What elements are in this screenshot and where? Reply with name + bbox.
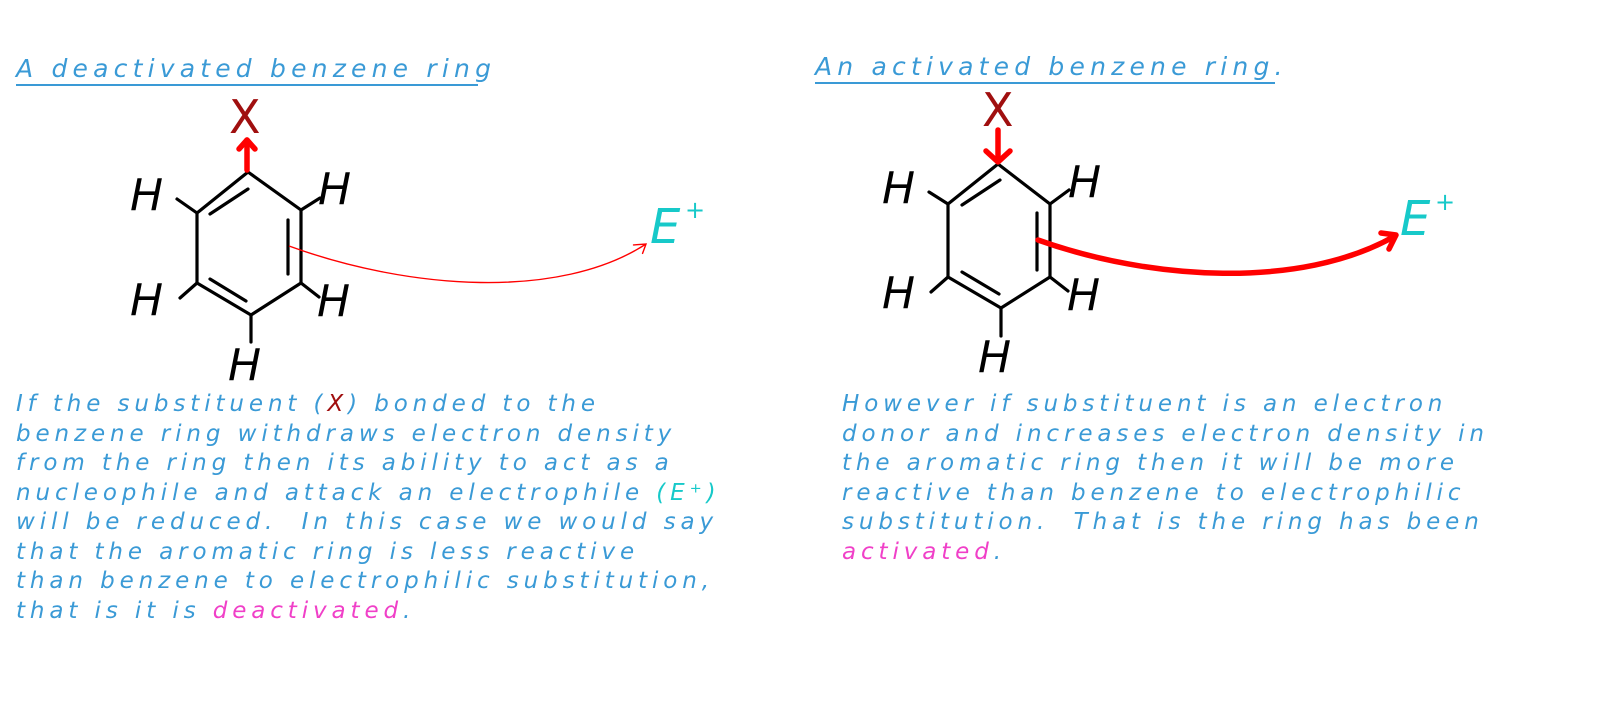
svg-text:E: E — [1400, 191, 1431, 247]
hydrogen-label: H — [882, 163, 915, 214]
hydrogen-label: H — [228, 340, 261, 391]
right-electrophile: E + — [1400, 188, 1455, 247]
hydrogen-label: H — [978, 332, 1011, 383]
activated-highlight: activated — [842, 538, 994, 565]
left-withdrawing-arrow — [236, 137, 258, 173]
left-explanation-paragraph: If the substituent (X) bonded to the ben… — [16, 391, 721, 624]
right-benzene-ring — [927, 162, 1071, 338]
hydrogen-label: H — [130, 170, 163, 221]
inline-electrophile: (E⁺) — [656, 479, 721, 506]
inline-substituent-x: X — [327, 391, 349, 417]
svg-text:E: E — [650, 199, 681, 255]
left-substituent-x: X — [229, 90, 261, 144]
right-explanation-paragraph: However if substituent is an electron do… — [842, 391, 1489, 565]
left-benzene-ring — [175, 170, 322, 344]
left-electrophile: E + — [650, 196, 705, 255]
hydrogen-label: H — [318, 164, 351, 215]
right-hydrogen-labels: H H H H H — [882, 157, 1101, 383]
right-attack-arrow — [1035, 230, 1399, 276]
left-attack-arrow — [288, 243, 648, 284]
hydrogen-label: H — [1067, 270, 1100, 321]
hydrogen-label: H — [130, 275, 163, 326]
svg-text:+: + — [685, 196, 705, 224]
svg-text:+: + — [1435, 188, 1455, 216]
left-hydrogen-labels: H H H H H — [130, 164, 351, 391]
hydrogen-label: H — [882, 268, 915, 319]
left-panel-title: A deactivated benzene ring — [16, 55, 491, 86]
hydrogen-label: H — [1068, 157, 1101, 208]
deactivated-highlight: deactivated — [212, 597, 403, 624]
right-panel-title: An activated benzene ring. — [815, 53, 1282, 84]
hydrogen-label: H — [317, 276, 350, 327]
right-donating-arrow — [983, 127, 1013, 165]
